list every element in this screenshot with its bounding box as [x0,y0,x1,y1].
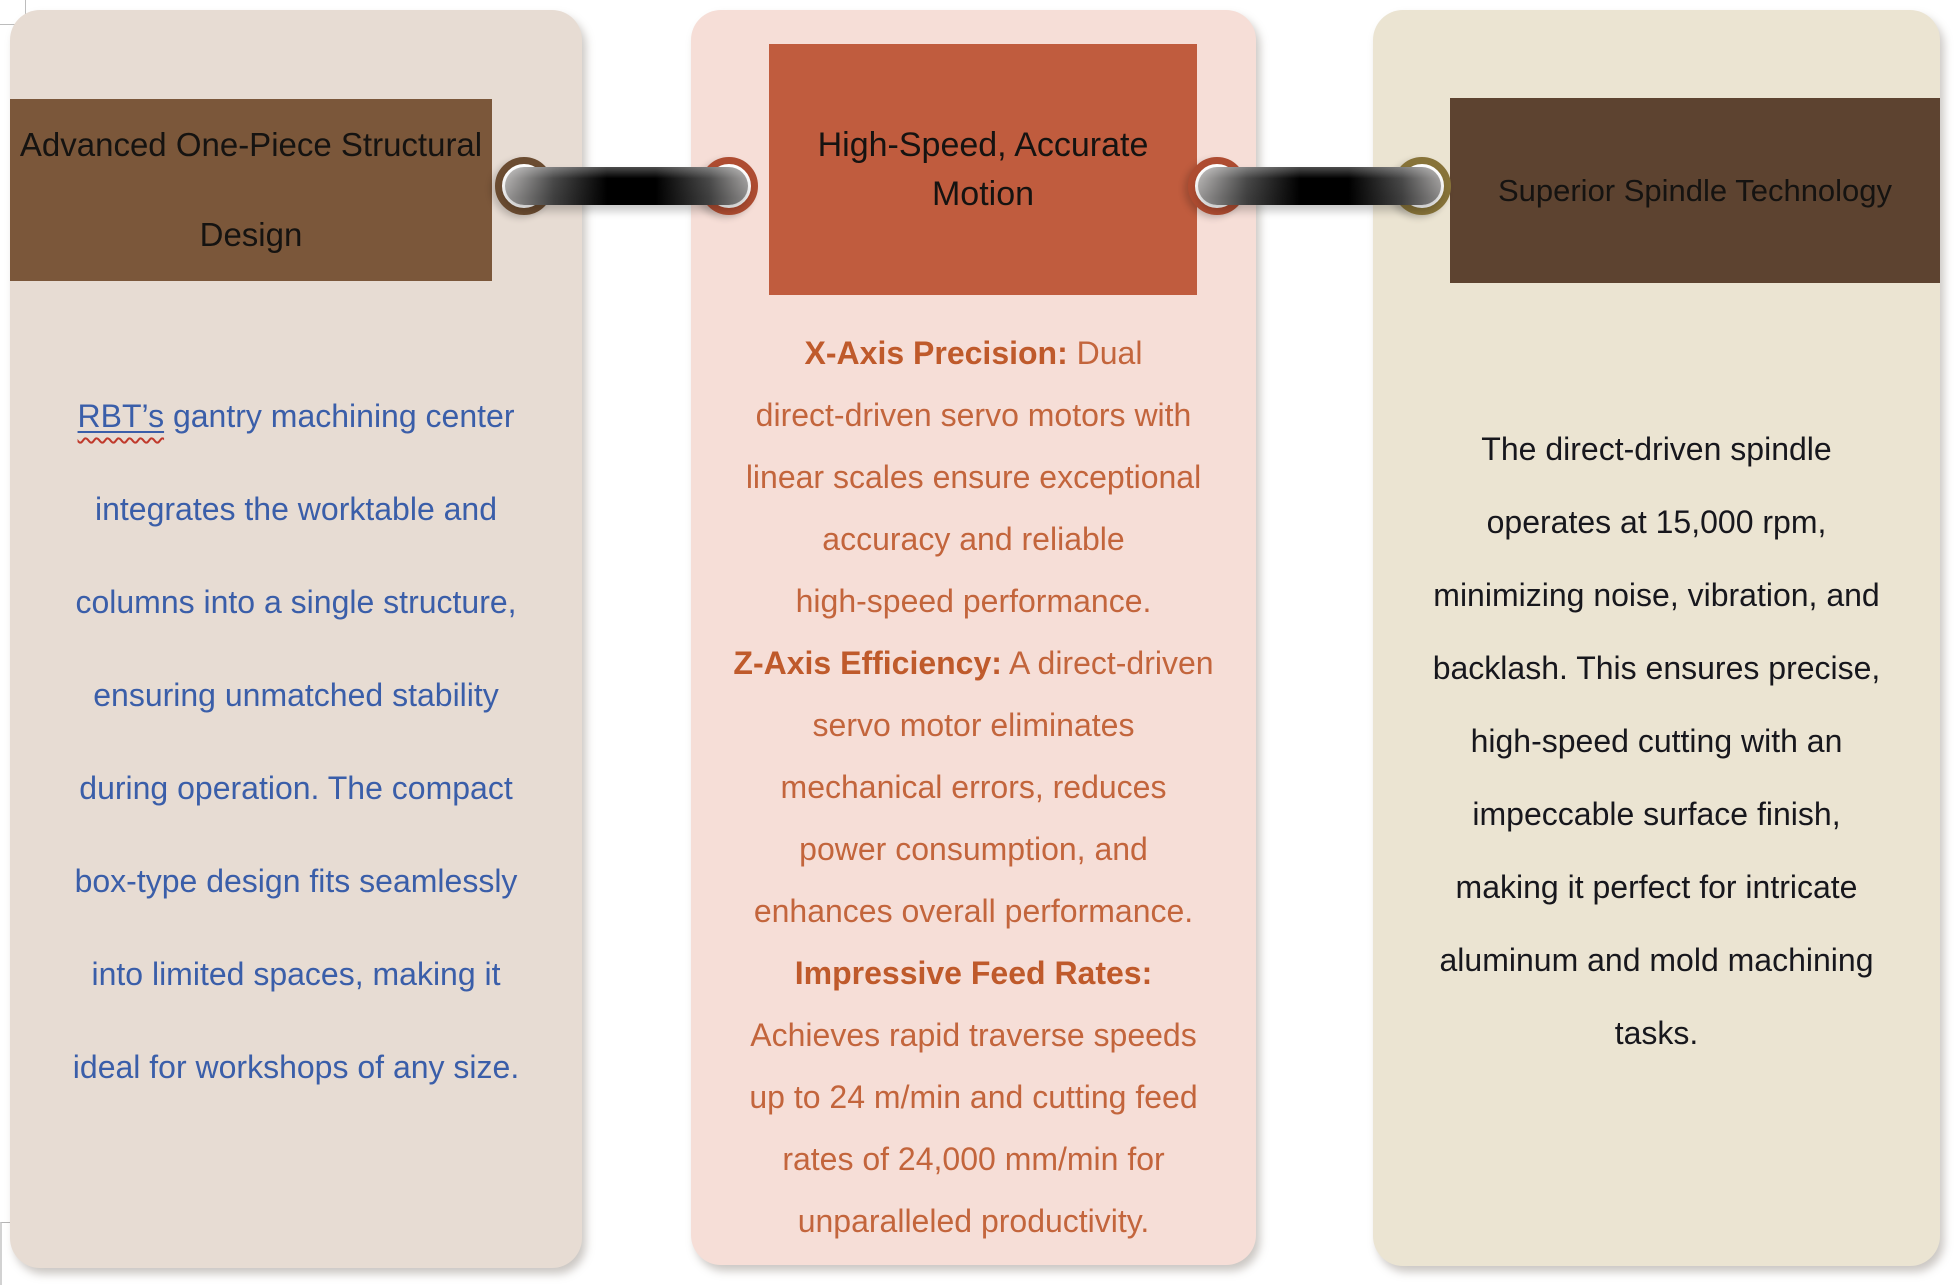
text-line: RBT’s gantry machining center [77,398,515,434]
text-line: power consumption, and [799,831,1148,867]
text-line: operates at 15,000 rpm, [1486,504,1827,540]
text-line: High-Speed, Accurate [817,125,1149,164]
text-line: mechanical errors, reduces [780,769,1167,805]
text-line: direct-driven servo motors with [755,397,1192,433]
card-high-speed-motion-body: X-Axis Precision: Dual direct-driven serv… [691,322,1256,1252]
card-spindle-technology-header: Superior Spindle Technology [1450,98,1940,283]
text-line: Z-Axis Efficiency: A direct-driven [733,645,1214,681]
text-line: tasks. [1614,1015,1699,1051]
text-line: unparalleled productivity. [797,1203,1150,1239]
text-line: high-speed cutting with an [1470,723,1843,759]
text-line: rates of 24,000 mm/min for [782,1141,1165,1177]
text-line: integrates the worktable and [94,491,498,527]
card-spindle-technology-body: The direct-driven spindle operates at 15,… [1373,413,1940,1070]
text-line: backlash. This ensures precise, [1432,650,1881,686]
text-line: Advanced One-Piece Structural [19,126,483,163]
text-line: Superior Spindle Technology [1497,172,1893,208]
text-line: impeccable surface finish, [1472,796,1841,832]
text-line: accuracy and reliable [822,521,1125,557]
text-line: during operation. The compact [79,770,513,806]
text-line: high-speed performance. [795,583,1152,619]
card-structural-design-body: RBT’s gantry machining center integrates … [10,370,582,1114]
text-line: servo motor eliminates [812,707,1135,743]
text-line: Design [199,216,303,253]
text-line: The direct-driven spindle [1481,431,1832,467]
text-line: ideal for workshops of any size. [72,1049,520,1085]
text-line: box-type design fits seamlessly [74,863,518,899]
text-line: Impressive Feed Rates: [794,955,1153,991]
text-line: up to 24 m/min and cutting feed [749,1079,1198,1115]
text-line: linear scales ensure exceptional [745,459,1202,495]
card-spindle-technology[interactable]: Superior Spindle Technology The direct-d… [1373,10,1940,1266]
text-line: into limited spaces, making it [91,956,501,992]
text-line: X-Axis Precision: Dual [804,335,1143,371]
text-line: aluminum and mold machining [1439,942,1874,978]
text-line: Motion [931,174,1035,213]
text-line: minimizing noise, vibration, and [1433,577,1880,613]
chain-link-bar-icon [505,167,748,205]
text-line: enhances overall performance. [753,893,1194,929]
text-line: columns into a single structure, [75,584,517,620]
text-line: ensuring unmatched stability [93,677,499,713]
text-line: Achieves rapid traverse speeds [750,1017,1197,1053]
chain-link-bar-icon [1198,167,1441,205]
text-line: making it perfect for intricate [1455,869,1858,905]
